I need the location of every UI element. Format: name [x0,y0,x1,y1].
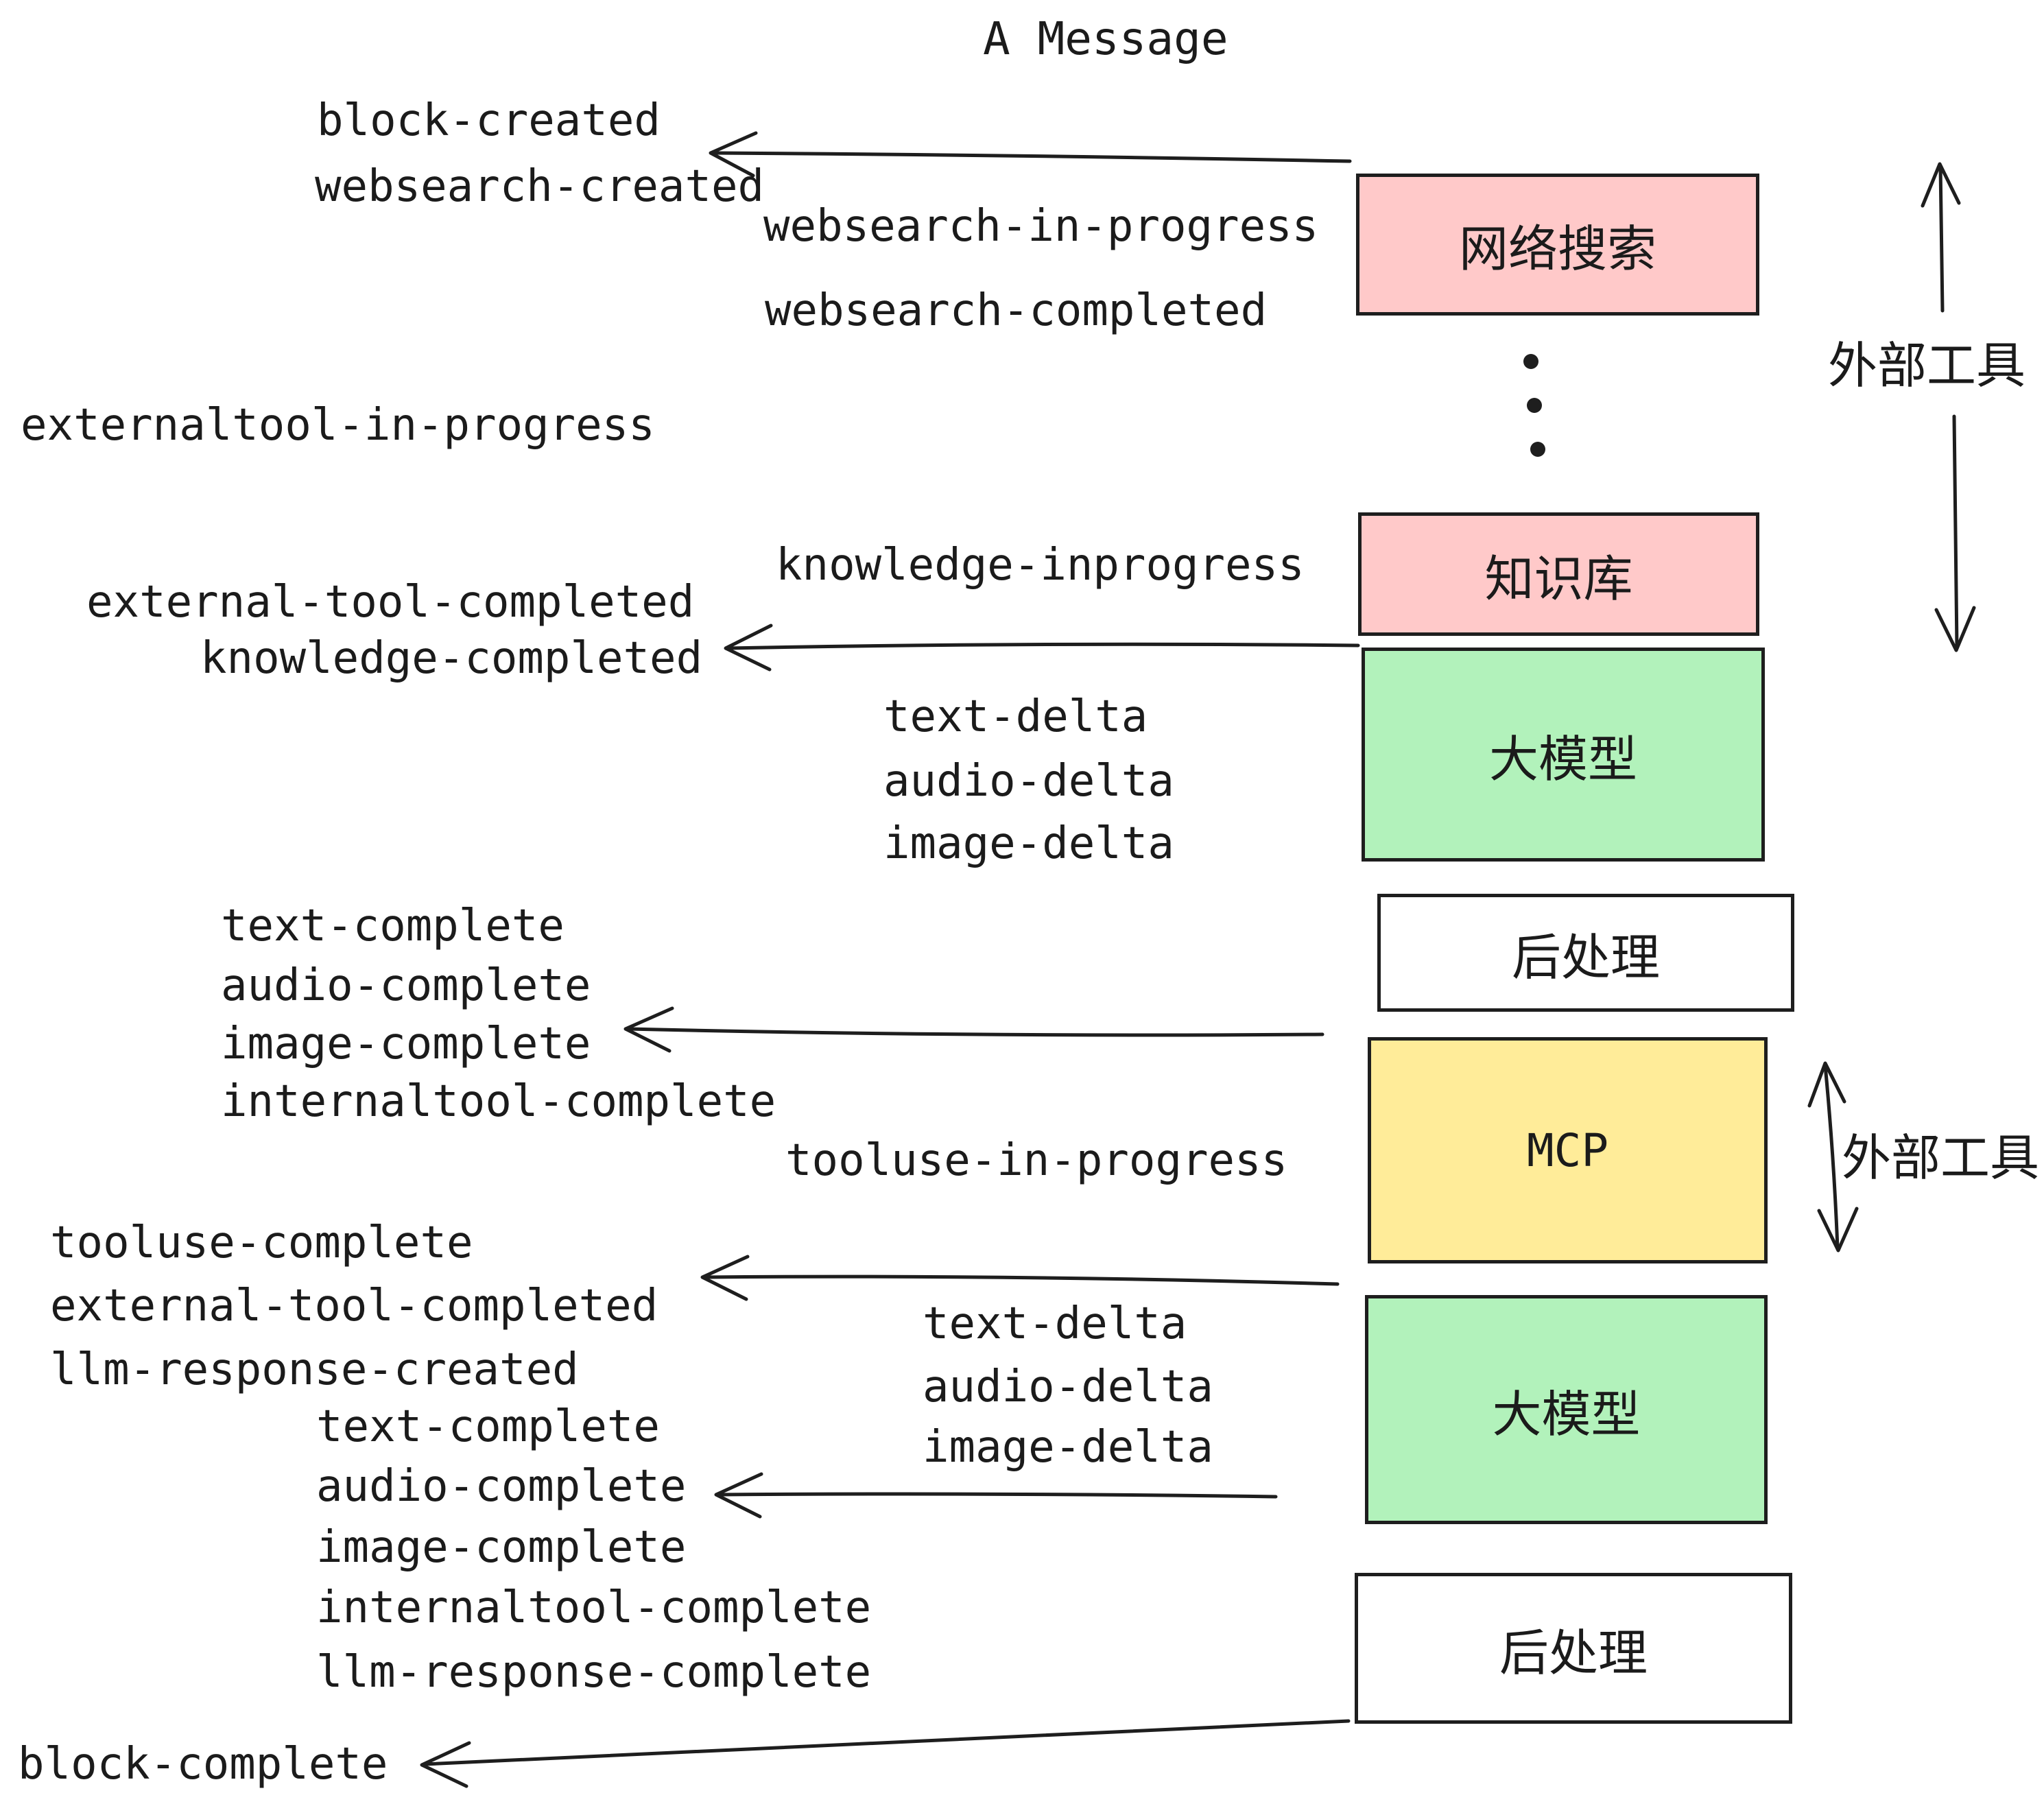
event-block-created: block-created [317,95,661,146]
box-llm-2: 大模型 [1365,1295,1768,1524]
event-audio-complete-2: audio-complete [316,1461,687,1512]
event-audio-delta-2: audio-delta [923,1362,1213,1412]
box-knowledge: 知识库 [1358,512,1759,636]
box-mcp: MCP [1368,1037,1768,1263]
vertical-ellipsis-icon [1523,354,1545,457]
event-externaltool-in-progress: externaltool-in-progress [21,400,655,451]
arrow-knowledge-completed [724,624,1360,672]
event-audio-complete-1: audio-complete [221,960,591,1011]
event-websearch-created: websearch-created [315,161,765,212]
event-tooluse-complete: tooluse-complete [50,1218,473,1268]
diagram-title: A Message [983,12,1228,65]
event-websearch-completed: websearch-completed [765,285,1268,336]
box-post-2-label: 后处理 [1499,1626,1648,1681]
event-text-complete-2: text-complete [316,1401,660,1452]
box-websearch-label: 网络搜索 [1458,222,1656,277]
arrow-audio-complete [714,1472,1278,1519]
event-tooluse-in-progress: tooluse-in-progress [785,1135,1288,1186]
event-image-delta-2: image-delta [923,1422,1213,1473]
box-post-2: 后处理 [1355,1573,1792,1724]
event-block-complete: block-complete [18,1739,388,1790]
event-internaltool-complete-2: internaltool-complete [316,1582,872,1633]
event-image-complete-1: image-complete [221,1019,591,1069]
arrow-block-complete [420,1719,1351,1788]
box-llm-2-label: 大模型 [1492,1387,1641,1443]
box-mcp-label: MCP [1526,1124,1609,1177]
event-external-tool-completed-1: external-tool-completed [86,577,695,628]
box-post-1-label: 后处理 [1511,930,1660,986]
box-llm-1-label: 大模型 [1488,732,1637,787]
event-knowledge-inprogress: knowledge-inprogress [776,540,1305,591]
event-websearch-in-progress: websearch-in-progress [763,201,1319,252]
event-internaltool-complete-1: internaltool-complete [221,1076,776,1127]
arrow-block-created [709,131,1352,178]
arrow-internal-complete [623,1006,1324,1053]
event-text-delta-1: text-delta [883,691,1148,742]
event-llm-response-complete: llm-response-complete [316,1647,872,1698]
event-text-delta-2: text-delta [923,1298,1187,1349]
event-image-complete-2: image-complete [316,1522,687,1573]
box-websearch: 网络搜索 [1356,174,1759,316]
event-image-delta-1: image-delta [883,818,1174,869]
event-audio-delta-1: audio-delta [883,756,1174,807]
arrow-tooluse-complete [700,1255,1340,1301]
arrow-external-tools-top [1921,162,1976,652]
box-knowledge-label: 知识库 [1484,551,1633,607]
box-llm-1: 大模型 [1362,648,1765,862]
side-label-external-tools-top: 外部工具 [1828,339,2026,394]
event-text-complete-1: text-complete [221,901,565,951]
event-llm-response-created: llm-response-created [50,1344,579,1395]
side-label-external-tools-mcp: 外部工具 [1842,1131,2040,1186]
event-external-tool-completed-2: external-tool-completed [50,1281,658,1331]
arrow-external-tools-mcp [1807,1061,1859,1253]
box-post-1: 后处理 [1377,894,1794,1012]
event-knowledge-completed: knowledge-completed [200,633,703,684]
